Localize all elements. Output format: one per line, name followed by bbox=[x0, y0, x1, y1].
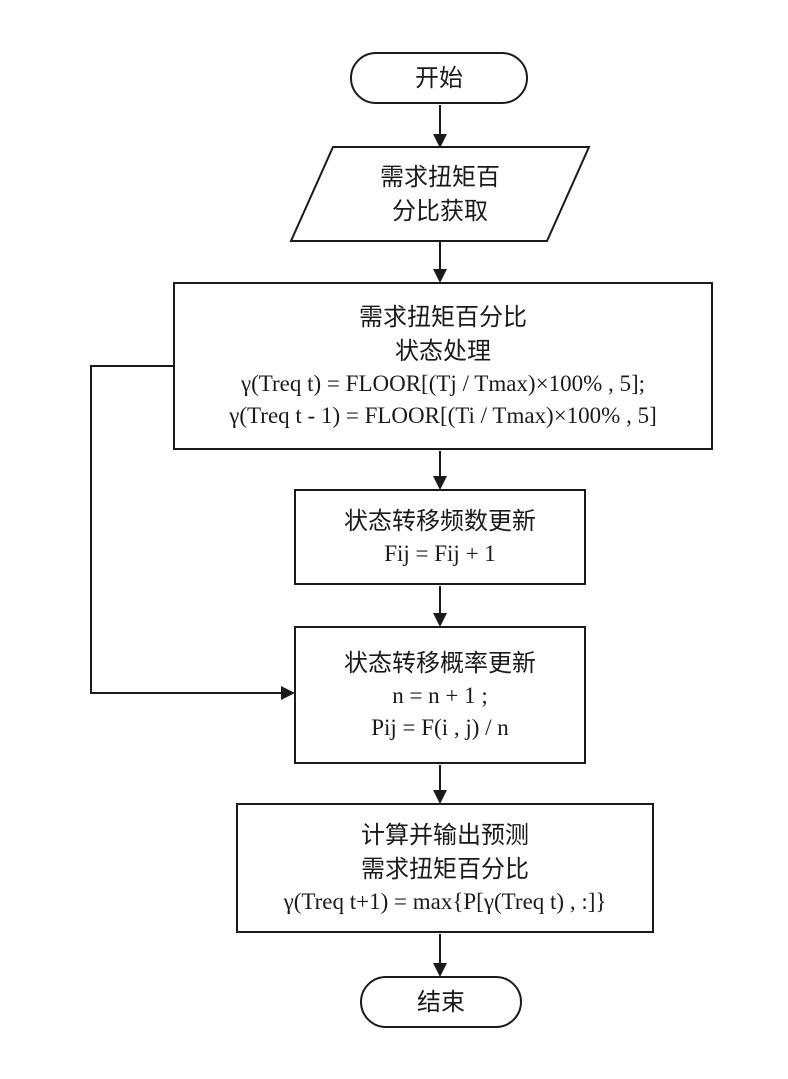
input-line-1: 需求扭矩百 bbox=[380, 163, 500, 191]
state-title-1: 需求扭矩百分比 bbox=[359, 303, 527, 331]
output-formula: γ(Treq t+1) = max{P[γ(Treq t) , :]} bbox=[283, 889, 607, 914]
output-title-2: 需求扭矩百分比 bbox=[361, 855, 529, 883]
end-label: 结束 bbox=[417, 988, 465, 1016]
start-terminal: 开始 bbox=[350, 52, 528, 104]
input-parallelogram bbox=[289, 146, 591, 242]
state-formula-1: γ(Treq t) = FLOOR[(Tj / Tmax)×100% , 5]; bbox=[240, 371, 646, 396]
frequency-update-box: 状态转移频数更新 Fij = Fij + 1 bbox=[294, 489, 586, 585]
prob-title: 状态转移概率更新 bbox=[344, 649, 536, 677]
feedback-loop-arrow bbox=[90, 365, 295, 700]
state-processing-box: 需求扭矩百分比 状态处理 γ(Treq t) = FLOOR[(Tj / Tma… bbox=[173, 282, 713, 450]
freq-title: 状态转移频数更新 bbox=[344, 507, 536, 535]
start-label: 开始 bbox=[415, 64, 463, 92]
prob-formula-1: n = n + 1 ; bbox=[392, 683, 488, 708]
state-title-2: 状态处理 bbox=[395, 337, 491, 365]
state-formula-2: γ(Treq t - 1) = FLOOR[(Ti / Tmax)×100% ,… bbox=[229, 403, 657, 428]
probability-update-box: 状态转移概率更新 n = n + 1 ; Pij = F(i , j) / n bbox=[294, 626, 586, 764]
output-calculation-box: 计算并输出预测 需求扭矩百分比 γ(Treq t+1) = max{P[γ(Tr… bbox=[236, 803, 654, 933]
input-line-2: 分比获取 bbox=[392, 197, 488, 225]
prob-formula-2: Pij = F(i , j) / n bbox=[371, 715, 509, 740]
output-title-1: 计算并输出预测 bbox=[361, 821, 529, 849]
input-node: 需求扭矩百 分比获取 bbox=[300, 150, 580, 238]
end-terminal: 结束 bbox=[360, 976, 522, 1028]
freq-formula: Fij = Fij + 1 bbox=[384, 541, 496, 566]
